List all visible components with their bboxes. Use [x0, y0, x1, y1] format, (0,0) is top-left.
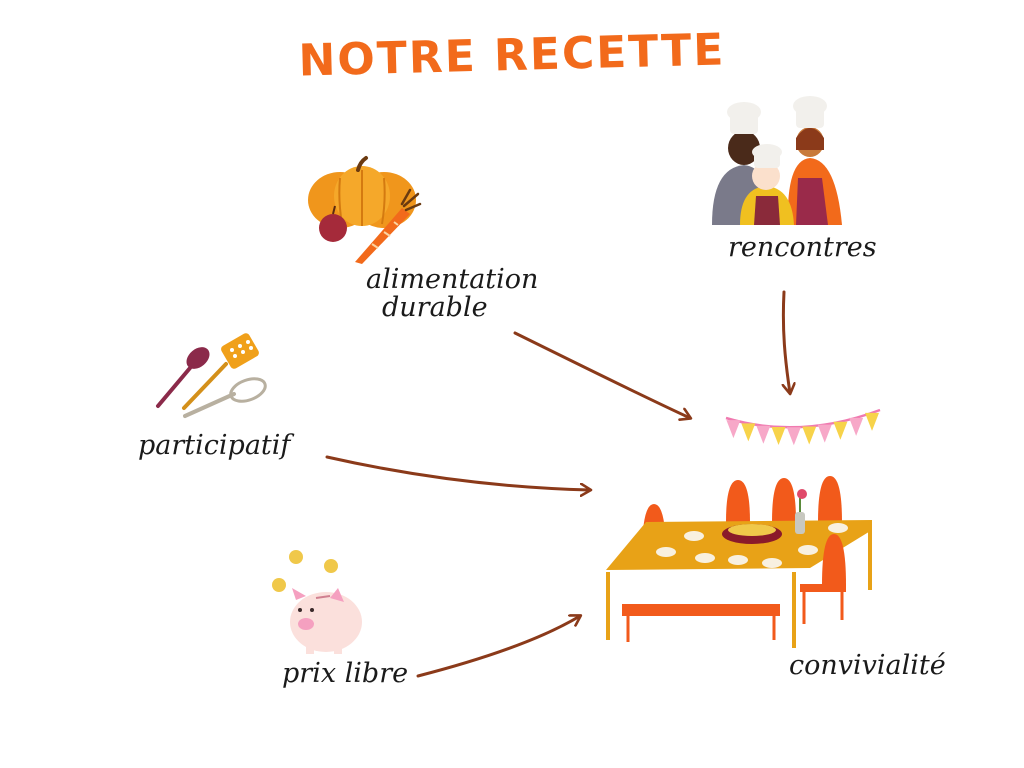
bunting-flag [741, 423, 756, 442]
bunting-flag [817, 424, 832, 443]
dining-table-icon [606, 476, 872, 648]
bunting-icon [725, 408, 881, 429]
pumpkin-carrot-icon [308, 156, 422, 264]
arrow-prix-libre-to-table [416, 616, 580, 678]
bunting-flags [726, 412, 880, 446]
piggy-bank-icon [272, 550, 362, 654]
arrow-participatif-to-table [325, 455, 590, 490]
label-alimentation-durable: alimentation durable [366, 264, 539, 324]
label-prix-libre: prix libre [282, 658, 409, 689]
bunting-flag [771, 427, 786, 446]
arrow-rencontres-to-table [783, 290, 790, 393]
label-alimentation-line2: durable [382, 292, 488, 324]
bunting-flag [756, 425, 771, 444]
label-alimentation-line1: alimentation [366, 264, 539, 295]
label-participatif: participatif [138, 430, 291, 461]
bunting-flag [786, 427, 801, 446]
label-convivialite: convivialité [789, 650, 946, 681]
bunting-flag [802, 426, 817, 445]
bunting-flag [726, 420, 741, 439]
bunting-flag [865, 412, 880, 431]
bunting-flag [833, 421, 848, 440]
arrow-alimentation-to-table [513, 331, 690, 418]
label-rencontres: rencontres [728, 232, 877, 263]
chefs-icon [712, 96, 842, 225]
bunting-flag [849, 417, 864, 436]
utensils-icon [156, 333, 267, 418]
